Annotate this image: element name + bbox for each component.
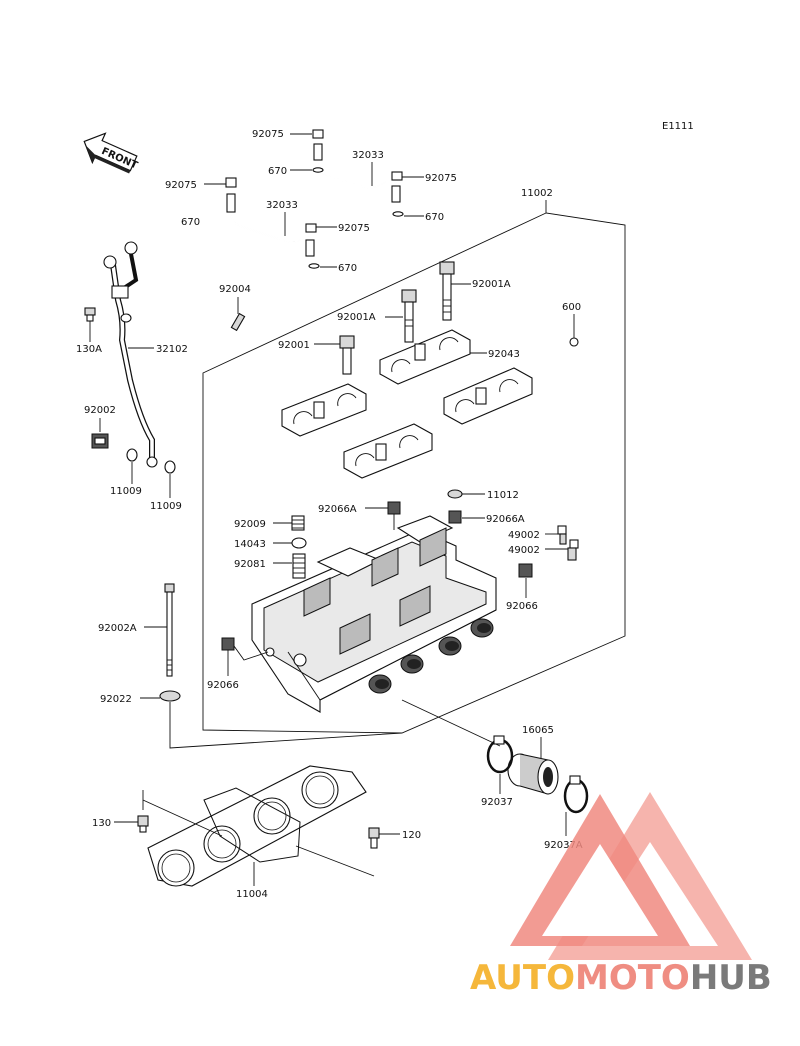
bolt-92001 xyxy=(339,335,355,375)
part-label-14043: 14043 xyxy=(234,539,266,550)
part-label-670: 670 xyxy=(268,166,287,177)
part-label-92075: 92075 xyxy=(338,223,370,234)
oil-pipe-lower xyxy=(225,177,320,269)
plug-11012 xyxy=(447,489,463,499)
part-label-92022: 92022 xyxy=(100,694,132,705)
part-label-92001A: 92001A xyxy=(472,279,511,290)
cylinder-head xyxy=(251,515,497,713)
washer-11009 xyxy=(164,460,176,474)
part-label-92081: 92081 xyxy=(234,559,266,570)
watermark-hub: HUB xyxy=(689,958,772,998)
part-label-11004: 11004 xyxy=(236,889,268,900)
part-label-92002: 92002 xyxy=(84,405,116,416)
watermark-moto: MOTO xyxy=(574,958,690,998)
clamp-92037 xyxy=(486,735,514,774)
pin-600 xyxy=(569,337,579,347)
plug-49002-b xyxy=(567,539,579,561)
part-label-92009: 92009 xyxy=(234,519,266,530)
stud-92004 xyxy=(230,312,246,332)
diagram-code: E1111 xyxy=(662,121,694,132)
part-label-670: 670 xyxy=(338,263,357,274)
oil-hose-32102 xyxy=(103,241,158,468)
part-label-600: 600 xyxy=(562,302,581,313)
part-label-11009: 11009 xyxy=(110,486,142,497)
banjo-bolt-92002 xyxy=(91,433,109,449)
part-label-130A: 130A xyxy=(76,344,102,355)
part-label-92037A: 92037A xyxy=(544,840,583,851)
washer-92022 xyxy=(159,690,181,702)
automotohub-logo-icon xyxy=(510,792,752,960)
part-label-49002: 49002 xyxy=(508,530,540,541)
plug-49002-a xyxy=(557,525,567,545)
bolt-130A xyxy=(84,307,96,322)
watermark-auto: AUTO xyxy=(470,958,575,998)
part-label-92001: 92001 xyxy=(278,340,310,351)
camshaft-cap-3 xyxy=(281,383,367,437)
head-gasket-11004 xyxy=(147,765,367,887)
part-label-16065: 16065 xyxy=(522,725,554,736)
camshaft-cap-4 xyxy=(343,423,433,479)
cap-92066 xyxy=(518,563,533,578)
cap-92066A xyxy=(448,510,462,524)
automotohub-watermark: AUTOMOTOHUB xyxy=(470,958,772,998)
part-label-92066: 92066 xyxy=(506,601,538,612)
bolt-120 xyxy=(368,827,380,849)
clamp-92037A xyxy=(563,775,589,814)
part-label-11009: 11009 xyxy=(150,501,182,512)
camshaft-cap-1 xyxy=(379,329,471,385)
spring-92081 xyxy=(292,553,306,579)
bolt-92001A-upper xyxy=(439,261,455,321)
part-label-130: 130 xyxy=(92,818,111,829)
part-label-92075: 92075 xyxy=(425,173,457,184)
oil-pipe-upper xyxy=(312,129,404,217)
part-label-92004: 92004 xyxy=(219,284,251,295)
part-label-92001A: 92001A xyxy=(337,312,376,323)
washer-11009 xyxy=(126,448,138,462)
spring-92009 xyxy=(291,515,305,531)
cap-14043 xyxy=(291,537,307,549)
part-label-92066A: 92066A xyxy=(318,504,357,515)
bolt-130 xyxy=(137,815,149,833)
stud-92002A xyxy=(164,583,175,677)
part-label-11002: 11002 xyxy=(521,188,553,199)
part-label-92075: 92075 xyxy=(252,129,284,140)
part-label-120: 120 xyxy=(402,830,421,841)
cap-92066A xyxy=(387,501,401,530)
camshaft-cap-2 xyxy=(443,367,533,425)
part-label-92002A: 92002A xyxy=(98,623,137,634)
cap-92066 xyxy=(221,637,235,651)
part-label-92075: 92075 xyxy=(165,180,197,191)
part-label-92037: 92037 xyxy=(481,797,513,808)
part-label-670: 670 xyxy=(425,212,444,223)
part-label-32102: 32102 xyxy=(156,344,188,355)
part-label-11012: 11012 xyxy=(487,490,519,501)
part-label-32033: 32033 xyxy=(266,200,298,211)
front-arrow-icon: FRONT xyxy=(83,132,139,174)
intake-holder-16065 xyxy=(507,753,559,795)
part-label-670: 670 xyxy=(181,217,200,228)
part-label-92066A: 92066A xyxy=(486,514,525,525)
part-label-49002: 49002 xyxy=(508,545,540,556)
part-label-32033: 32033 xyxy=(352,150,384,161)
part-label-92066: 92066 xyxy=(207,680,239,691)
part-label-92043: 92043 xyxy=(488,349,520,360)
bolt-92001A-lower xyxy=(401,289,417,343)
